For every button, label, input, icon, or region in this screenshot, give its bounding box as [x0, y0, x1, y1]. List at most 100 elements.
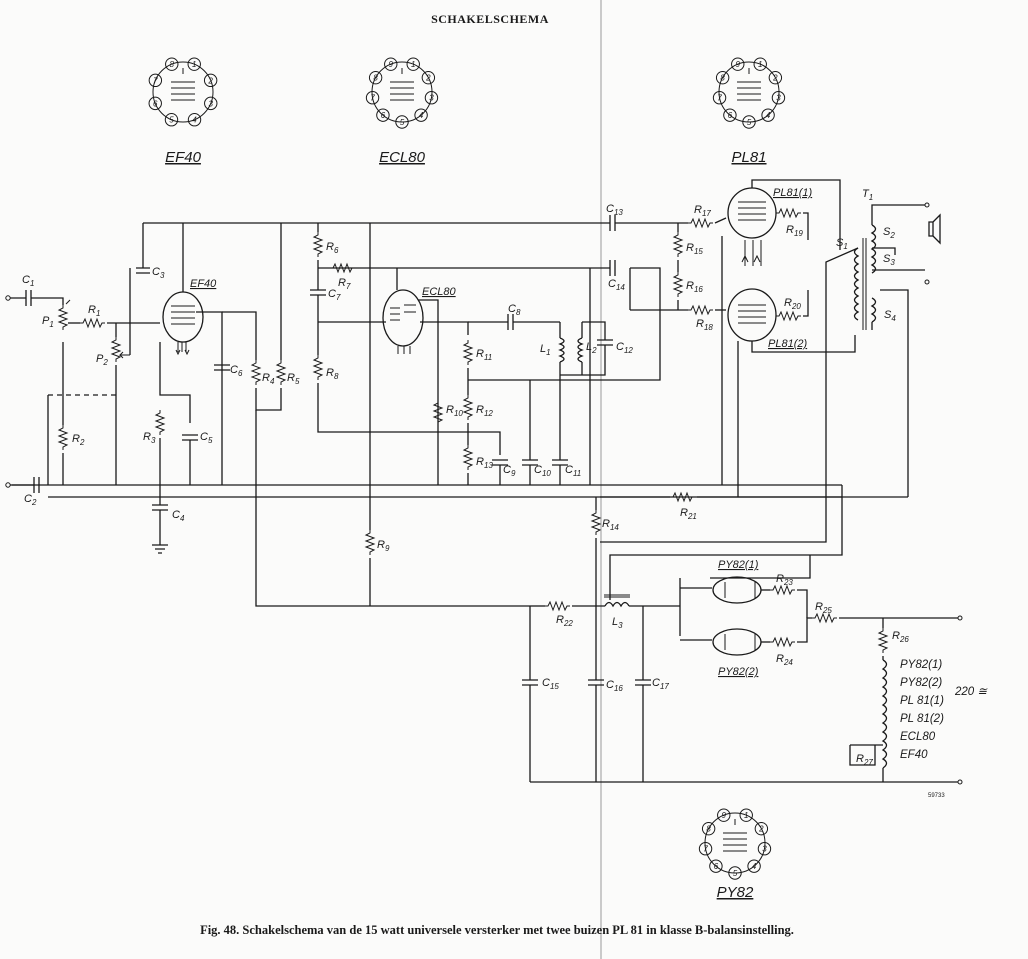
- base-pin-number: 8: [720, 74, 725, 83]
- base-pin: [739, 808, 753, 822]
- base-pin-number: 6: [728, 111, 733, 120]
- tube-label-pl81-2: PL81(2): [768, 338, 807, 350]
- component-label-r9: R9: [377, 539, 390, 553]
- component-label-c9: C9: [503, 464, 516, 478]
- component-label-r14: R14: [602, 518, 619, 532]
- heater-label: PL 81(1): [900, 695, 944, 707]
- component-label-l1: L1: [540, 343, 551, 357]
- component-label-s4: S4: [884, 309, 896, 323]
- base-pin: [376, 108, 390, 122]
- heater-label: PY82(2): [900, 677, 942, 689]
- component-label-r12: R12: [476, 404, 493, 418]
- component-label-l3: L3: [612, 616, 623, 630]
- component-label-r23: R23: [776, 573, 793, 587]
- base-pin: [395, 115, 409, 129]
- component-label-s1: S1: [836, 237, 848, 251]
- base-pin: [701, 821, 716, 836]
- component-label-r8: R8: [326, 367, 339, 381]
- base-pin-number: 2: [758, 825, 764, 834]
- base-pin: [421, 70, 436, 85]
- component-label-r13: R13: [476, 456, 493, 470]
- base-pin: [187, 113, 202, 127]
- component-label-r24: R24: [776, 653, 793, 667]
- component-label-c7: C7: [328, 288, 341, 302]
- diagram-title: SCHAKELSCHEMA: [431, 12, 549, 26]
- component-label-c16: C16: [606, 679, 623, 693]
- base-pin-number: 1: [744, 811, 748, 820]
- base-pin: [414, 108, 428, 122]
- base-pin: [761, 108, 775, 122]
- base-pin: [709, 859, 723, 873]
- tube-label-ef40: EF40: [190, 278, 217, 290]
- component-label-c4: C4: [172, 509, 185, 523]
- base-pin-number: 6: [381, 111, 386, 120]
- base-pin: [771, 91, 786, 105]
- base-pin-number: 3: [762, 845, 767, 854]
- base-pin: [753, 57, 767, 71]
- component-label-s3: S3: [883, 253, 895, 267]
- component-label-r17: R17: [694, 204, 711, 218]
- base-pin: [365, 91, 380, 105]
- base-pin-number: 1: [411, 60, 415, 69]
- component-label-c14: C14: [608, 278, 625, 292]
- base-pin-number: 4: [192, 116, 197, 125]
- base-pin: [406, 57, 420, 71]
- base-pin-number: 2: [425, 74, 431, 83]
- component-label-r4: R4: [262, 372, 275, 386]
- figure-number: 59733: [928, 793, 945, 799]
- base-name-ef40: EF40: [165, 149, 202, 166]
- base-pin-number: 1: [192, 60, 196, 69]
- base-pin: [742, 115, 756, 129]
- base-pin-number: 7: [370, 94, 375, 103]
- component-label-r18: R18: [696, 318, 713, 332]
- component-label-r5: R5: [287, 372, 300, 386]
- base-pin: [757, 842, 772, 856]
- component-label-p1: P1: [42, 315, 54, 329]
- heater-label: ECL80: [900, 731, 936, 743]
- base-pin: [148, 96, 162, 111]
- base-pin: [698, 842, 713, 856]
- component-label-r25: R25: [815, 601, 832, 615]
- tube-base-diagrams: 12345678EF40123456789ECL80123456789PL811…: [148, 57, 786, 901]
- component-label-c13: C13: [606, 203, 623, 217]
- base-pin-number: 3: [209, 99, 214, 108]
- base-pin-number: 7: [717, 94, 722, 103]
- component-label-r7: R7: [338, 277, 351, 291]
- base-pin: [164, 113, 179, 127]
- base-pin: [747, 859, 761, 873]
- base-pin: [754, 821, 769, 836]
- component-label-c2: C2: [24, 493, 37, 507]
- base-pin-number: 8: [373, 74, 378, 83]
- base-pin-number: 9: [736, 60, 741, 69]
- base-pin-number: 5: [747, 118, 752, 127]
- heater-label: EF40: [900, 749, 928, 761]
- component-label-r3: R3: [143, 431, 156, 445]
- base-pin: [768, 70, 783, 85]
- component-label-r15: R15: [686, 242, 703, 256]
- component-label-r6: R6: [326, 241, 339, 255]
- component-label-c5: C5: [200, 431, 213, 445]
- component-label-t1: T1: [862, 188, 873, 202]
- component-label-r2: R2: [72, 433, 85, 447]
- base-pin-number: 1: [758, 60, 762, 69]
- base-pin-number: 3: [776, 94, 781, 103]
- base-name-pl81: PL81: [731, 149, 766, 166]
- base-pin: [204, 96, 218, 111]
- component-label-r16: R16: [686, 280, 703, 294]
- base-pin-number: 4: [752, 862, 757, 871]
- base-pin: [728, 866, 742, 880]
- wiring: [5, 179, 963, 785]
- tube-label-pl81-1: PL81(1): [773, 187, 812, 199]
- base-pin: [731, 57, 745, 71]
- heater-label: PY82(1): [900, 659, 942, 671]
- base-pin-number: 2: [207, 76, 213, 85]
- tube-label-py82-2: PY82(2): [718, 666, 759, 678]
- heater-label: PL 81(2): [900, 713, 944, 725]
- component-label-p2: P2: [96, 353, 108, 367]
- base-pin-number: 6: [153, 99, 158, 108]
